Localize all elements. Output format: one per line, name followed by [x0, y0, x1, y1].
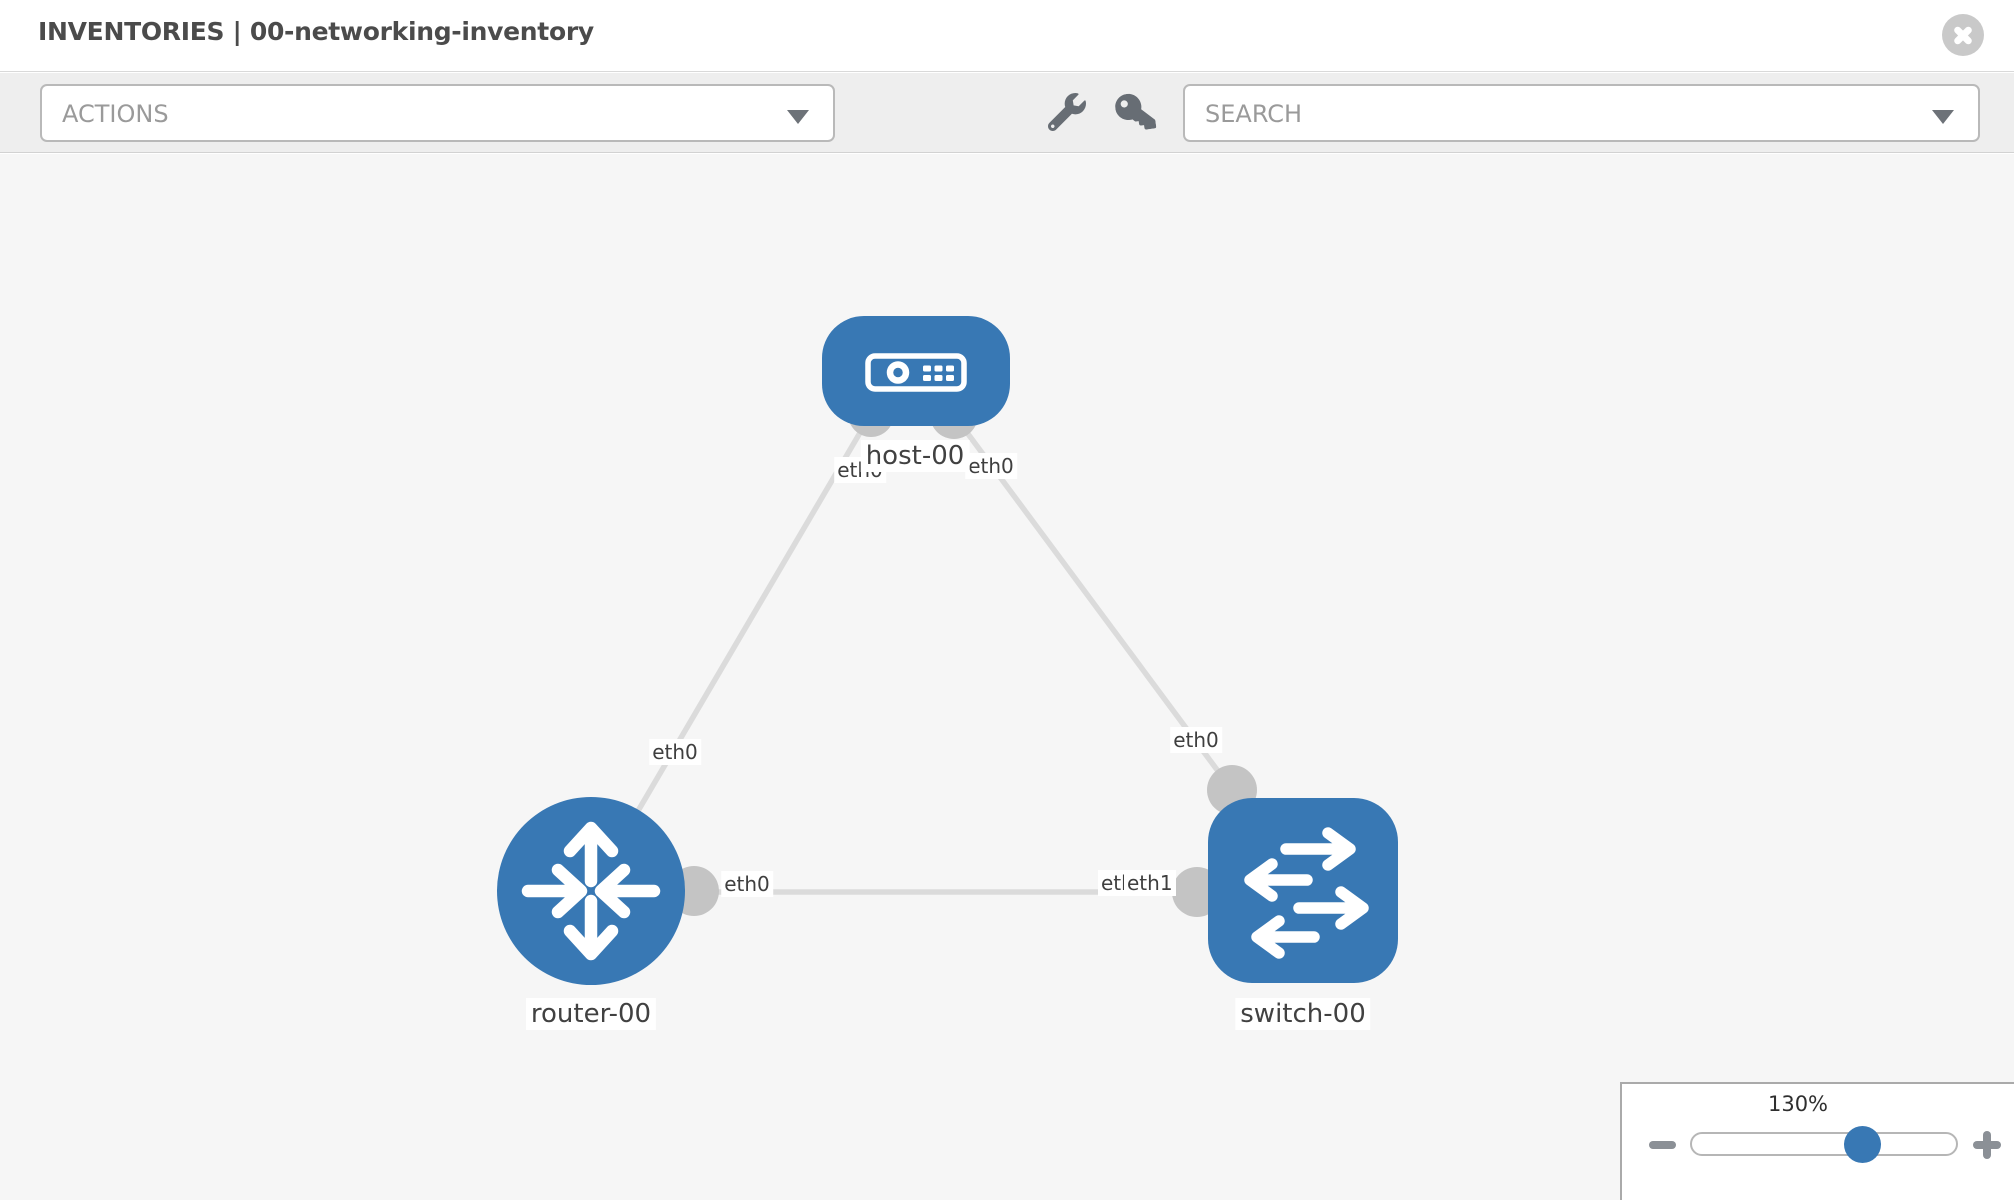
page-title: INVENTORIES | 00-networking-inventory: [38, 17, 594, 46]
search-dropdown[interactable]: SEARCH: [1183, 84, 1980, 142]
iface-label: eth0: [721, 871, 773, 897]
actions-dropdown[interactable]: ACTIONS: [40, 84, 835, 142]
topology-canvas[interactable]: eth0 eth0 eth0 eth0 eth0 eth0 eth1 host-…: [0, 154, 2014, 1200]
zoom-control-panel: 130%: [1620, 1082, 2014, 1200]
topology-links: [588, 391, 1303, 917]
key-icon[interactable]: [1115, 93, 1157, 131]
node-label-switch: switch-00: [1235, 998, 1371, 1030]
node-switch-00[interactable]: [1208, 798, 1398, 983]
zoom-slider-track[interactable]: [1690, 1132, 1958, 1156]
host-icon: [865, 353, 967, 392]
iface-label: eth0: [1170, 727, 1222, 753]
switch-icon: [1244, 827, 1369, 959]
actions-dropdown-placeholder: ACTIONS: [62, 100, 169, 128]
search-dropdown-placeholder: SEARCH: [1205, 100, 1303, 128]
node-label-host: host-00: [860, 440, 970, 472]
chevron-down-icon: [787, 110, 809, 124]
node-router-00[interactable]: [497, 797, 685, 985]
node-host-00[interactable]: [822, 316, 1010, 426]
iface-label: eth0: [649, 739, 701, 765]
zoom-level-value: 130%: [1767, 1092, 1829, 1116]
wrench-icon[interactable]: [1047, 93, 1086, 132]
chevron-down-icon: [1932, 110, 1954, 124]
zoom-out-button[interactable]: [1646, 1128, 1680, 1162]
zoom-in-button[interactable]: [1970, 1128, 2004, 1162]
close-icon[interactable]: [1942, 14, 1984, 56]
toolbar: ACTIONS SEARCH: [0, 73, 2014, 153]
router-icon: [521, 821, 661, 961]
header: INVENTORIES | 00-networking-inventory: [0, 0, 2014, 72]
iface-label: eth0: [965, 453, 1017, 479]
zoom-slider-handle[interactable]: [1844, 1126, 1881, 1163]
node-label-router: router-00: [525, 998, 657, 1030]
iface-label: eth1: [1124, 870, 1176, 896]
